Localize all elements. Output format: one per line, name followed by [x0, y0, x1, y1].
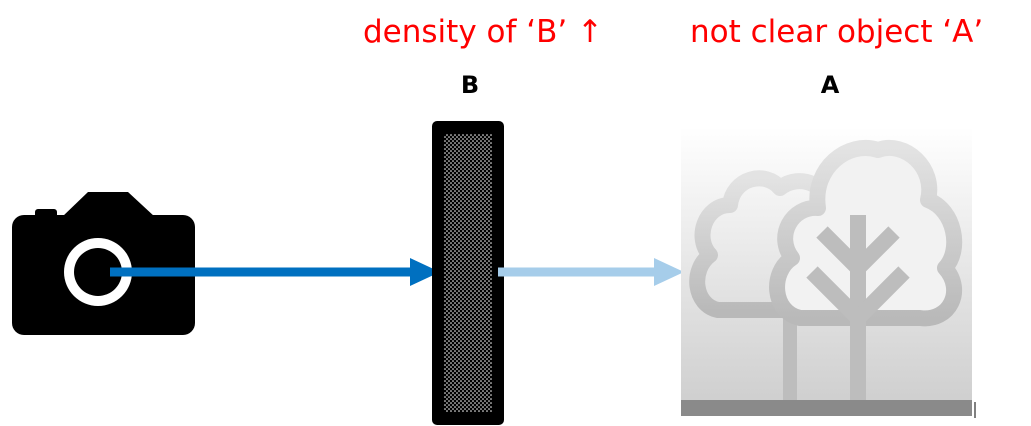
object-clarity-caption: not clear object ‘A’ — [690, 14, 984, 50]
filter-label: B — [460, 71, 480, 99]
incoming-ray-arrow — [110, 258, 440, 286]
camera-icon — [12, 192, 195, 335]
outgoing-ray-arrow — [498, 258, 684, 286]
ground-strip — [681, 400, 972, 416]
tree-icon — [681, 127, 976, 418]
object-label: A — [820, 71, 840, 99]
filter-b-panel — [432, 121, 504, 425]
filter-density-caption: density of ‘B’ ↑ — [363, 14, 604, 50]
